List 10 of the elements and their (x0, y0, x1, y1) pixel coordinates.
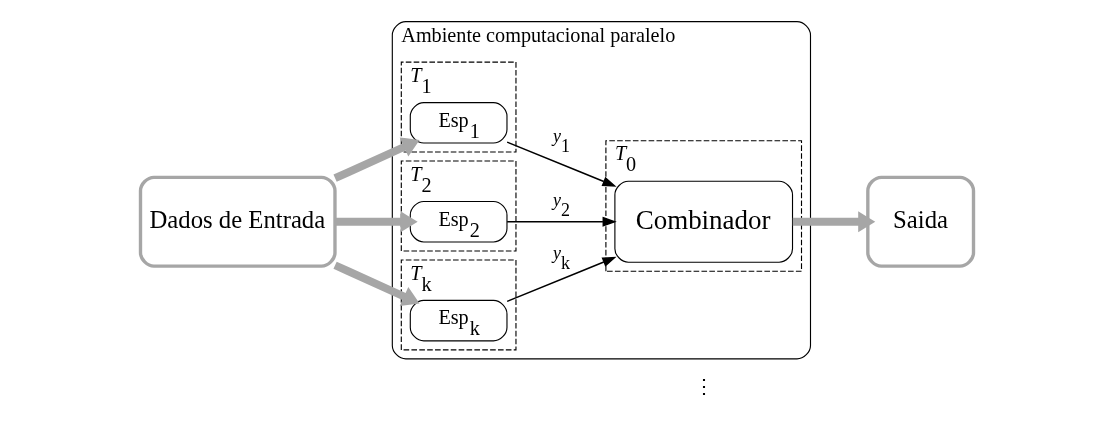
node-box: Dados de Entrada (138, 175, 337, 268)
arrow (333, 137, 420, 182)
arrow (335, 211, 418, 233)
node-box: Saida (866, 175, 976, 268)
arrow (506, 216, 617, 227)
arrow (506, 141, 617, 187)
arrow (506, 256, 617, 303)
node-box: Combinador (614, 180, 794, 263)
label: ⋮ (693, 375, 714, 398)
arrow (333, 261, 420, 306)
